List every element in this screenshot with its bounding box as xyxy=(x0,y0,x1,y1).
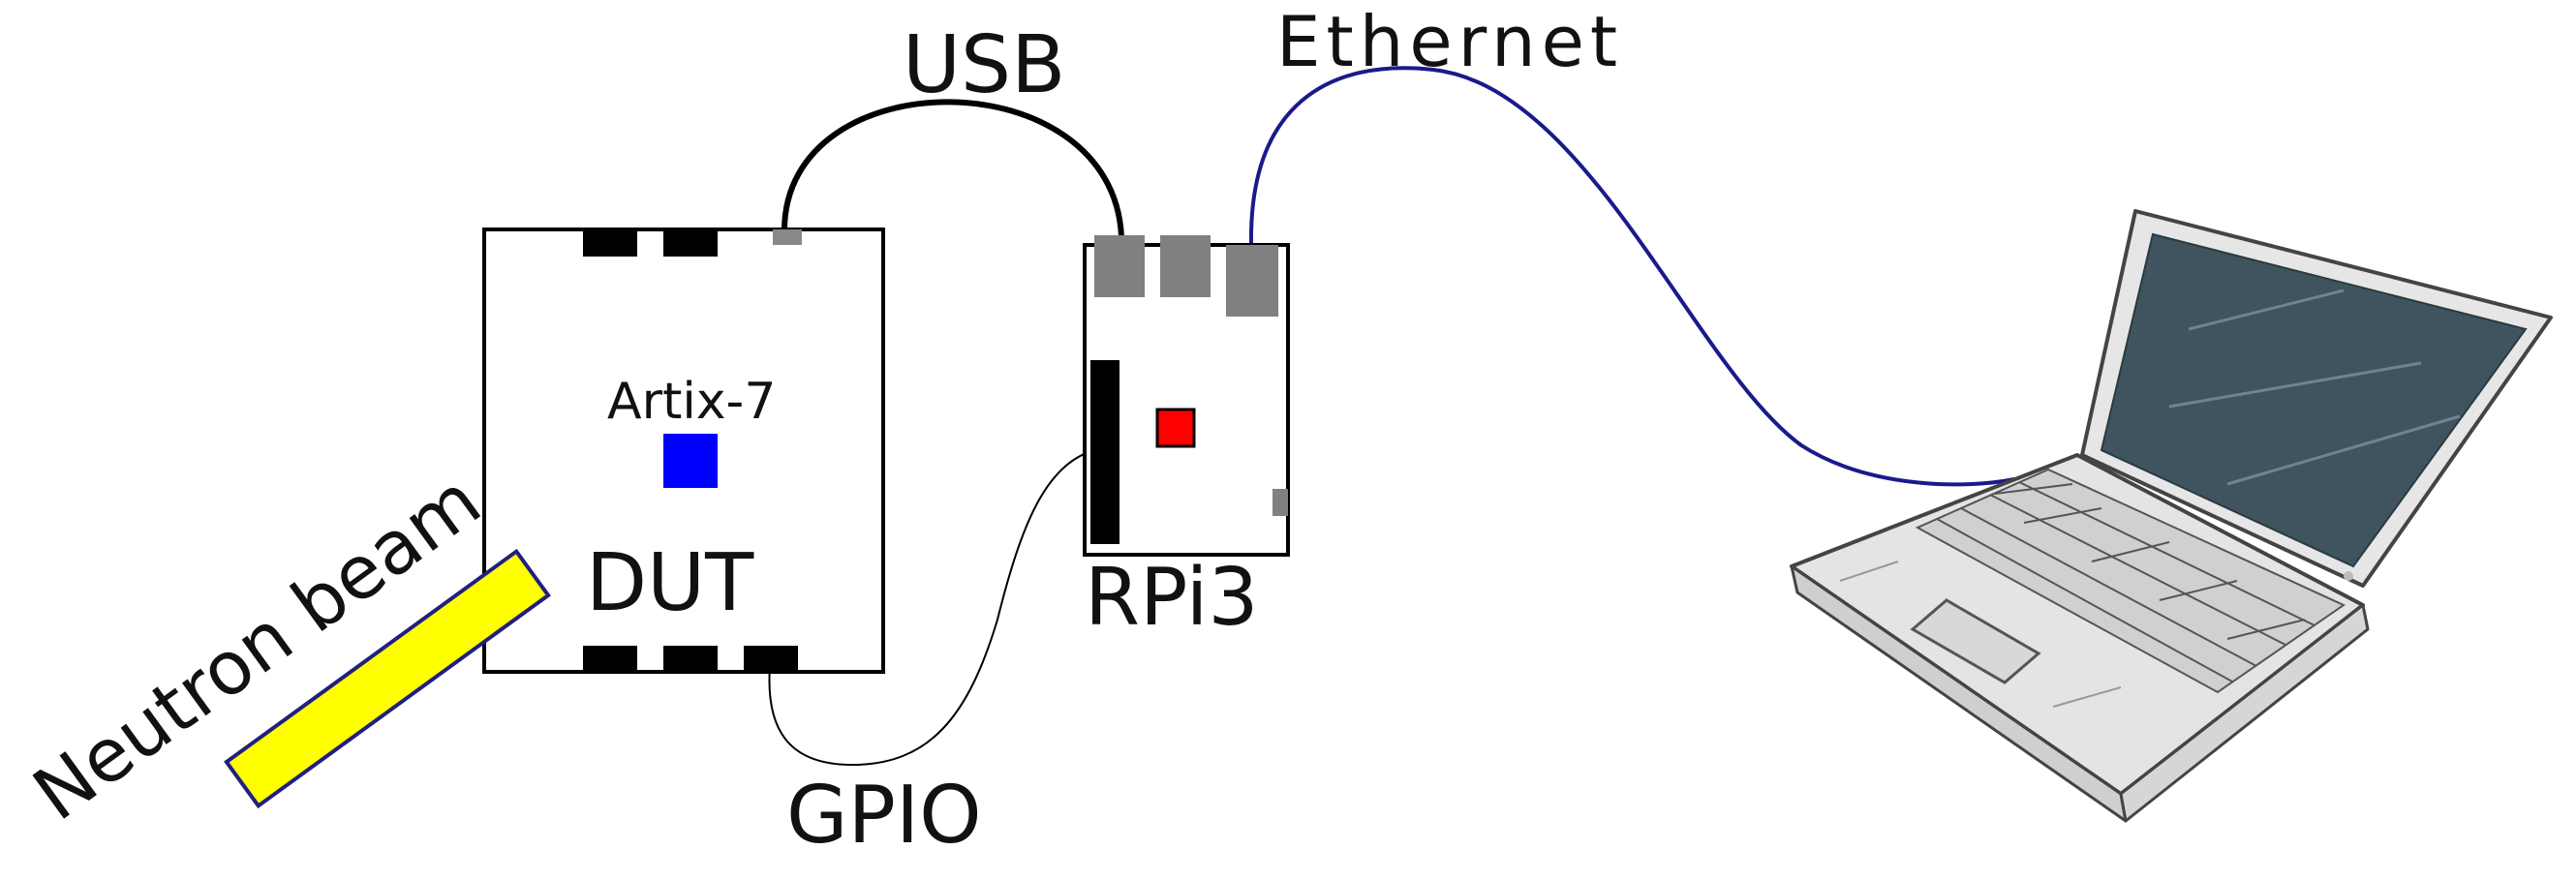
dut-header-bottom-3 xyxy=(744,646,798,672)
rpi-ethernet-port xyxy=(1226,245,1278,317)
dut-header-top-1 xyxy=(583,229,637,257)
fpga-label: Artix-7 xyxy=(607,373,776,431)
dut-header-bottom-2 xyxy=(663,646,718,672)
rpi-label: RPi3 xyxy=(1085,552,1259,644)
rpi-side-port xyxy=(1273,489,1288,516)
dut-usb-port xyxy=(773,229,802,245)
laptop-trackpad xyxy=(1910,598,2041,684)
rpi-board: RPi3 xyxy=(1083,235,1290,644)
rpi-usb-port-1 xyxy=(1094,235,1145,297)
laptop-icon xyxy=(1790,209,2553,823)
rpi-usb-port-2 xyxy=(1160,235,1211,297)
dut-header-bottom-1 xyxy=(583,646,637,672)
laptop-screen xyxy=(2100,232,2528,568)
dut-label: DUT xyxy=(586,537,754,629)
gpio-wire xyxy=(768,449,1095,767)
dut-board: Artix-7 DUT xyxy=(482,228,885,674)
ethernet-label: Ethernet xyxy=(1276,1,1623,82)
soc-chip-icon xyxy=(1155,408,1196,448)
neutron-beam xyxy=(224,548,551,809)
ethernet-cable xyxy=(1248,66,2015,487)
usb-cable xyxy=(782,99,1124,238)
rpi-gpio-header xyxy=(1090,360,1119,544)
gpio-label: GPIO xyxy=(786,770,982,862)
fpga-chip-icon xyxy=(663,434,718,488)
dut-header-top-2 xyxy=(663,229,718,257)
usb-label: USB xyxy=(903,19,1065,111)
